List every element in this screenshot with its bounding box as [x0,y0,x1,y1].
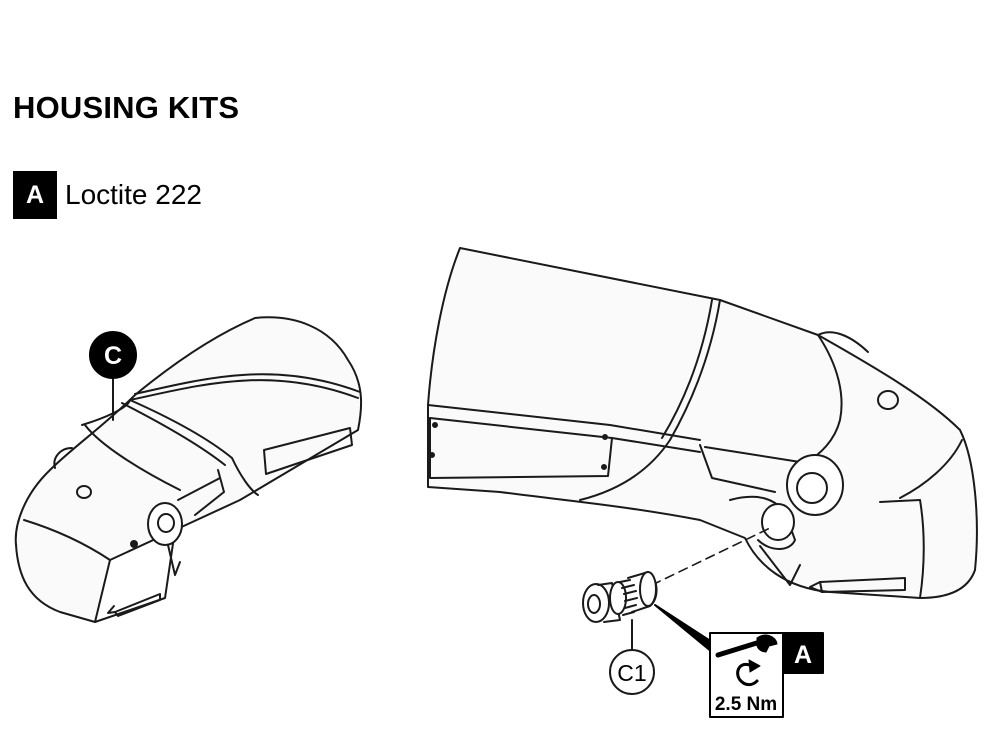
legend-badge: A [13,171,57,219]
page-title: HOUSING KITS [13,90,240,125]
callout-c-label: C [104,342,122,370]
right-housing [427,247,978,599]
callout-c1: C1 [609,649,655,695]
alignment-dashed-line [651,527,771,586]
callout-c1-label: C1 [617,660,646,686]
torque-value: 2.5 Nm [715,694,777,715]
left-housing [14,316,363,623]
legend-row: A Loctite 222 [13,171,202,219]
torque-spec-box: 2.5 Nm A [709,632,824,718]
callout-c: C [89,331,137,379]
rotate-arrow-icon [736,659,761,687]
torque-pointer [654,604,713,653]
legend-text: Loctite 222 [65,179,202,210]
wrench-icon [715,634,778,658]
torque-badge: A [794,641,812,669]
part-c1-screw [582,571,658,623]
